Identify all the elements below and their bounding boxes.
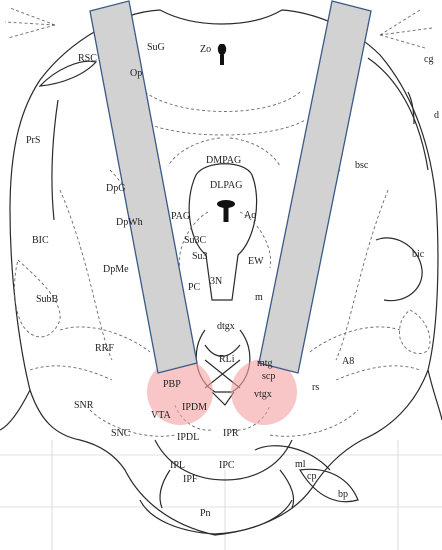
label-scp: scp [262,371,275,382]
label-dmpag: DMPAG [206,155,241,166]
label-rs: rs [312,382,319,393]
label-ipc: IPC [219,460,235,471]
label-dpme: DpMe [103,264,129,275]
label-su3c: Su3C [184,235,207,246]
label-a8: A8 [342,356,354,367]
label-pc: PC [188,282,201,293]
label-vtgx: vtgx [254,389,272,400]
label-ipr: IPR [223,428,239,439]
label-rsc: RSC [78,53,97,64]
label-ew: EW [248,256,264,267]
label-dlpag: DLPAG [210,180,242,191]
label-lpag: PAG [171,211,190,222]
label-subb: SubB [36,294,59,305]
aqueduct-mark [217,200,235,222]
region-labels: RSC SuG Zo Op cg d PrS DMPAG DLPAG bsc D… [26,42,439,519]
label-ipdm: IPDM [182,402,207,413]
label-dtgx: dtgx [217,321,235,332]
label-dpwh: DpWh [116,217,143,228]
label-su3: Su3 [192,251,208,262]
brain-section-outline [0,10,442,535]
label-ipf: IPF [183,474,198,485]
label-rrf: RRF [95,343,114,354]
label-prs: PrS [26,135,40,146]
label-mtg: mtg [257,358,273,369]
label-cp: cp [307,471,316,482]
subregion-boundaries [15,92,430,436]
label-bsc: bsc [355,160,369,171]
label-ipdl: IPDL [177,432,199,443]
label-3n: 3N [210,276,222,287]
label-pbp: PBP [163,379,181,390]
label-d: d [434,110,439,121]
label-snc: SNC [111,428,131,439]
label-aq: Aq [244,210,256,221]
label-snr: SNR [74,400,94,411]
implant-shaft-right [259,1,371,373]
label-bic-right: bic [412,249,425,260]
label-cg: cg [424,54,433,65]
label-bp: bp [338,489,348,500]
label-ml: ml [295,459,306,470]
zo-mark [218,44,226,65]
label-ipl: IPL [170,460,185,471]
label-dpg: DpG [106,183,125,194]
label-pn: Pn [200,508,211,519]
label-mlf: m [255,292,263,303]
label-rli: RLi [219,354,235,365]
label-sug: SuG [147,42,165,53]
label-bic-left: BIC [32,235,49,246]
label-op: Op [130,68,142,79]
label-vta: VTA [151,410,172,421]
label-zo: Zo [200,44,211,55]
